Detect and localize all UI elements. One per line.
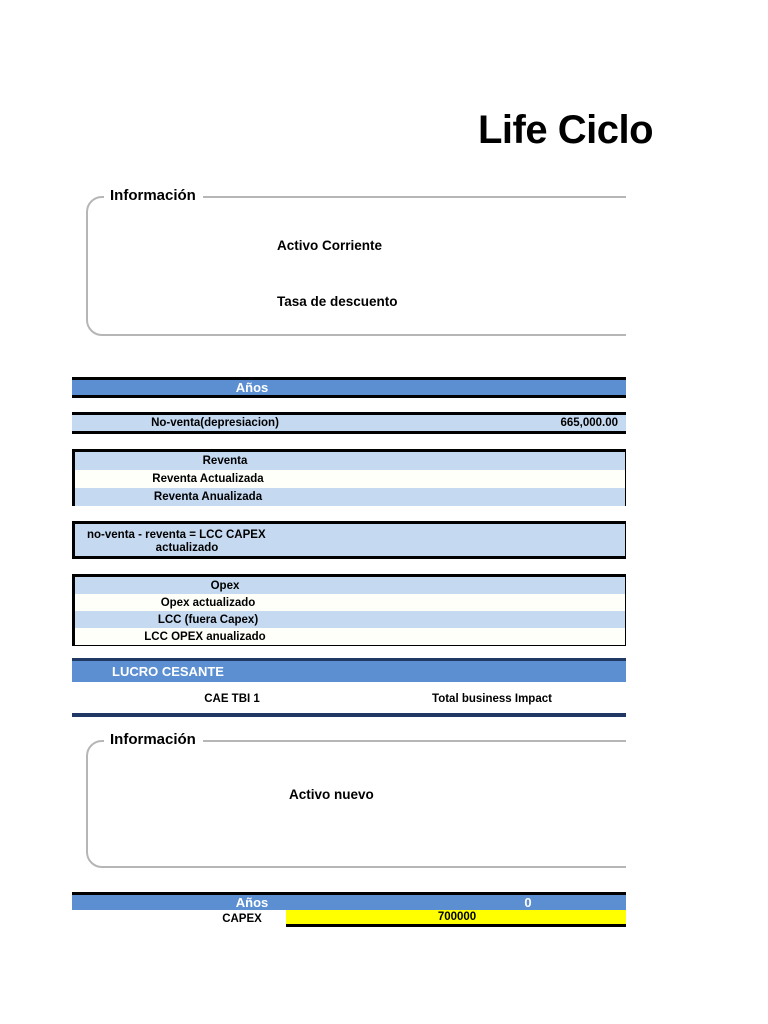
lucro-cesante-bottom-rule [72,713,626,717]
table-top-header-anios: Años [235,380,269,395]
field-activo-corriente-label: Activo Corriente [277,238,383,253]
lucro-cesante-top-rule [72,658,626,661]
field-tasa-descuento-label: Tasa de descuento [277,294,398,309]
table-row-lcc-capex-actualizado[interactable]: no-venta - reventa = LCC CAPEX actualiza… [72,521,626,559]
table-bottom-header-row: Años 0 [72,892,626,910]
table-row-opex[interactable]: Opex [75,577,625,594]
row-label-no-venta: No-venta(depresiacion) [151,417,279,429]
info-panel-bottom-legend: Información [104,732,203,747]
table-row-reventa-anualizada[interactable]: Reventa Anualizada [75,488,625,506]
row-label-reventa: Reventa [202,455,248,467]
table-bottom-header-anios: Años [235,895,269,910]
table-row-lcc-fuera-capex[interactable]: LCC (fuera Capex) [75,611,625,628]
table-top-header-row: Años [72,377,626,398]
field-activo-nuevo-label: Activo nuevo [289,787,374,802]
lucro-cesante-header-label: LUCRO CESANTE [112,664,224,679]
info-panel-top [86,196,626,336]
row-value-capex: 700000 [437,911,477,923]
content-clip-viewport: Información Activo Corriente Tasa de des… [72,188,626,927]
row-value-no-venta: 665,000.00 [560,417,618,429]
row-label-opex-actualizado: Opex actualizado [160,596,256,609]
row-label-capex: CAPEX [222,912,262,925]
row-label-lcc-opex-anualizado: LCC OPEX anualizado [144,630,266,643]
info-panel-top-legend: Información [104,188,203,203]
table-row-opex-actualizado[interactable]: Opex actualizado [75,594,625,611]
table-row-lcc-opex-anualizado[interactable]: LCC OPEX anualizado [75,628,625,645]
row-label-lcc-capex-line1: no-venta - reventa = LCC CAPEX [87,529,266,541]
info-panel-bottom [86,740,626,868]
lucro-cesante-row[interactable]: CAE TBI 1 Total business Impact [72,688,626,710]
row-label-reventa-actualizada: Reventa Actualizada [152,473,264,485]
page-title: Life Ciclo [478,108,654,152]
table-row-no-venta[interactable]: No-venta(depresiacion) 665,000.00 [72,412,626,434]
table-bottom-header-year-0: 0 [524,895,532,910]
total-business-impact-label: Total business Impact [432,693,552,705]
table-row-reventa-actualizada[interactable]: Reventa Actualizada [75,470,625,488]
capex-value-cell[interactable]: 700000 [286,910,626,927]
row-label-lcc-capex-line2: actualizado [155,542,219,554]
table-row-reventa[interactable]: Reventa [75,452,625,470]
row-label-lcc-fuera-capex: LCC (fuera Capex) [157,613,259,626]
cae-tbi-1-label: CAE TBI 1 [204,693,260,705]
lucro-cesante-header: LUCRO CESANTE [72,661,626,682]
row-label-opex: Opex [210,579,240,592]
row-label-reventa-anualizada: Reventa Anualizada [153,491,263,503]
row-label-lcc-capex-group: no-venta - reventa = LCC CAPEX actualiza… [87,529,387,555]
